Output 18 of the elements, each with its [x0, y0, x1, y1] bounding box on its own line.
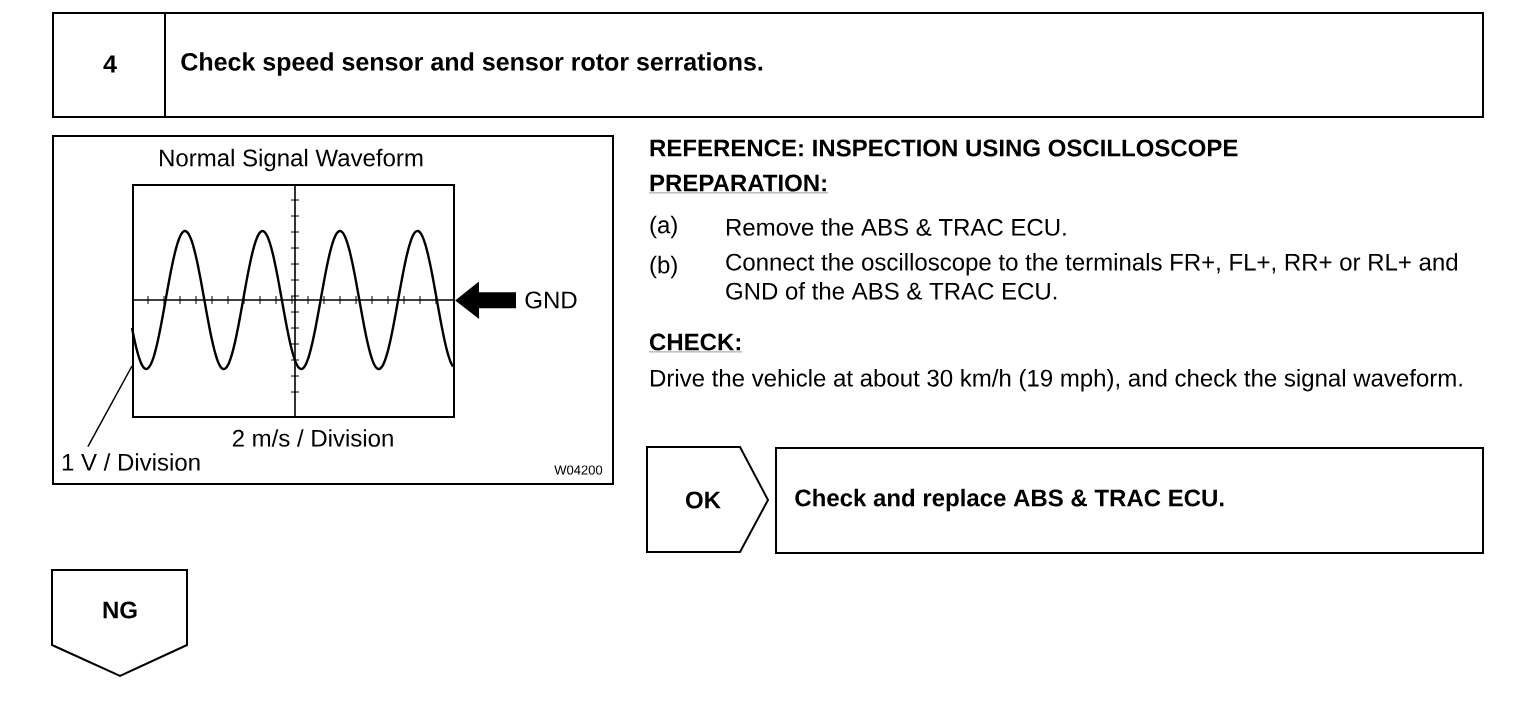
section-heading: REFERENCE: INSPECTION USING OSCILLOSCOPE — [650, 139, 1238, 157]
instruction-text: Drive the vehicle at about 30 km/h (19 mph), and check the signal waveform. — [651, 369, 1462, 392]
figure-code: W04200 — [554, 465, 603, 475]
item-marker: (a) — [650, 215, 677, 239]
ng-chevron: NG — [51, 569, 188, 678]
oscilloscope-screen — [130, 183, 455, 418]
scale-label: 2 m/s / Division — [232, 429, 393, 447]
action-box: Check and replace ABS & TRAC ECU. — [775, 447, 1484, 554]
leader-line — [87, 365, 133, 448]
instruction-text: Remove the ABS & TRAC ECU. — [727, 218, 1066, 236]
ground-label: GND — [525, 291, 577, 309]
instruction-text: Connect the oscilloscope to the terminals FR+, FL+, RR+ or RL+ and GND of the ABS & TRAC ECU. — [726, 253, 1458, 300]
ok-chevron: OK — [646, 446, 770, 553]
section-heading: CHECK: — [648, 333, 743, 353]
section-heading: PREPARATION: — [648, 174, 829, 194]
step-header-box: 4 Check speed sensor and sensor rotor serrations. — [52, 11, 1484, 118]
item-marker: (b) — [650, 255, 677, 279]
scale-label: 1 V / Division — [62, 453, 200, 471]
